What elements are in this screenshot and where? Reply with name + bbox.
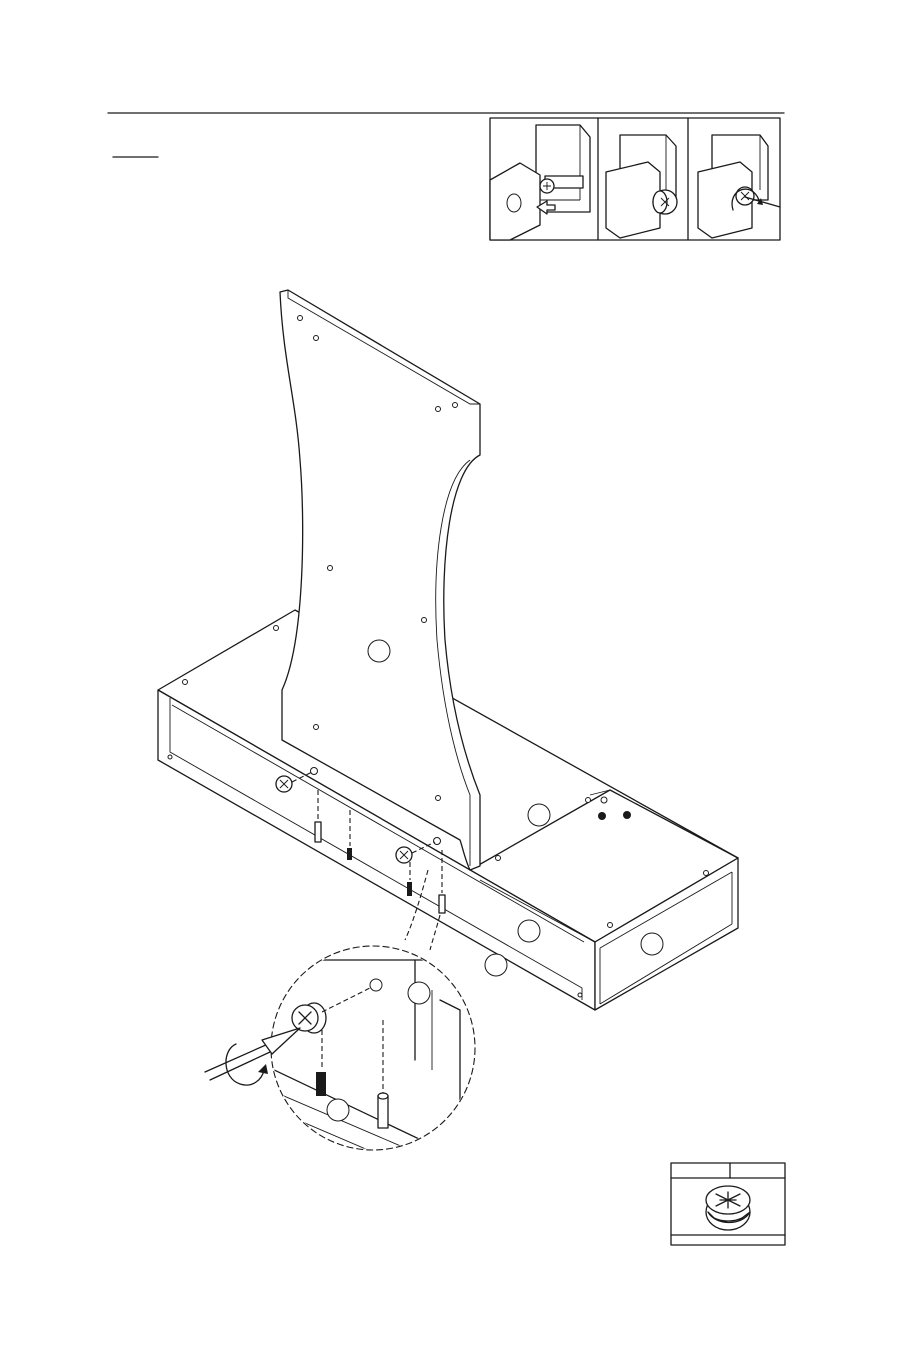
- cam-lock-icon: [706, 1186, 750, 1230]
- inset-panel-attach-cam-lock: [606, 135, 677, 238]
- dowel-icon: [378, 1096, 388, 1128]
- detail-magnifier: [205, 870, 480, 1198]
- rotate-arrow-icon: [226, 1044, 264, 1085]
- part-callout: [408, 982, 430, 1004]
- part-callout: [528, 804, 550, 826]
- main-assembly: [158, 290, 738, 1010]
- detail-circle: [271, 946, 475, 1150]
- part-callout: [485, 954, 507, 976]
- part-callout: [368, 640, 390, 662]
- dowel-icon: [315, 822, 321, 842]
- cam-lock-inset: [490, 118, 780, 240]
- hardware-box: [671, 1163, 785, 1245]
- inset-panel-tighten-cam-lock: [698, 135, 780, 238]
- inset-panel-insert-dowel: [490, 125, 590, 240]
- page-header: [108, 113, 784, 157]
- part-callout: [641, 933, 663, 955]
- part-callout: [518, 920, 540, 942]
- cam-bolt-icon: [347, 848, 352, 860]
- cam-bolt-icon: [407, 882, 412, 896]
- cam-bolt-icon: [316, 1072, 326, 1096]
- part-callout: [327, 1099, 349, 1121]
- dowel-icon: [439, 895, 445, 913]
